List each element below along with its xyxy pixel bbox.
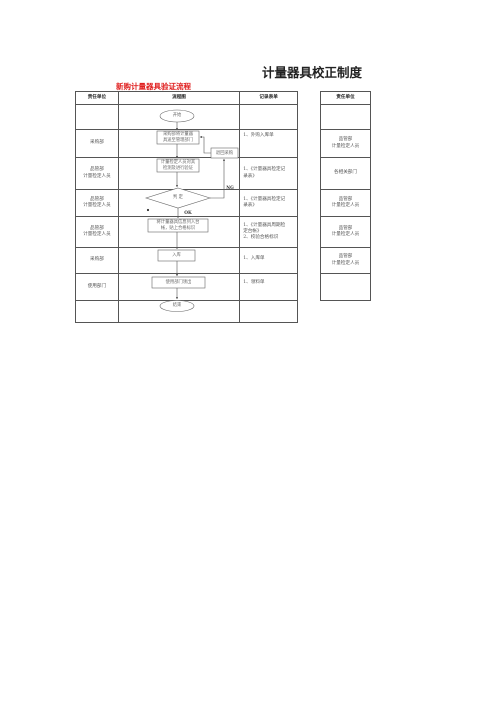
connectors [175, 122, 226, 300]
end-label: 结束 [172, 303, 182, 308]
return-purchase-label: 退回采购 [215, 151, 234, 156]
step-use-dept-collect [151, 276, 206, 289]
decision-ok-dot [146, 208, 150, 212]
row-dept: 采购部 [75, 129, 119, 158]
responsibility-table: 责任单位 品管部 计量检定人员 各相关部门 品管部 计量检定人员 品管部 计量检… [320, 91, 371, 301]
step-send-to-qc [156, 130, 200, 145]
step-send-to-qc-label: 采购部将计量器 具送至管理部门 [162, 132, 194, 143]
row-record [239, 300, 298, 323]
step-warehouse-in [157, 249, 196, 262]
resp-cell: 品管部 计量检定人员 [320, 216, 371, 248]
decision-label: 判 定 [173, 195, 183, 200]
step-inspect-verify-label: 计量检定人员对其 检测及进行验证 [160, 160, 196, 171]
row-record: 1、《计量器具检定记 录表》 [239, 157, 298, 190]
decision-ng-label: NG [226, 186, 234, 191]
step-inspect-verify [156, 158, 200, 173]
step-register-label-text: 将计量器具信息列入台 帐，贴上合格标识 [156, 220, 200, 231]
resp-cell [320, 273, 371, 301]
flow-subtitle: 新购计量器具验证流程 [116, 82, 191, 91]
row-record: 1、领料单 [239, 273, 298, 301]
page-title: 计量器具校正制度 [262, 65, 363, 80]
row-record: 1、《计量器具周期检 定台帐》 2、校验合格标识 [239, 216, 298, 248]
end-node [159, 300, 195, 312]
start-label: 开始 [172, 113, 182, 118]
resp-cell: 品管部 计量检定人员 [320, 247, 371, 274]
step-use-dept-collect-label: 使用部门领出 [165, 280, 192, 285]
decision-ok-label: OK [184, 211, 192, 216]
step-register-label [147, 218, 209, 233]
step-warehouse-in-label: 入库 [172, 253, 181, 258]
resp-cell: 品管部 计量检定人员 [320, 189, 371, 217]
